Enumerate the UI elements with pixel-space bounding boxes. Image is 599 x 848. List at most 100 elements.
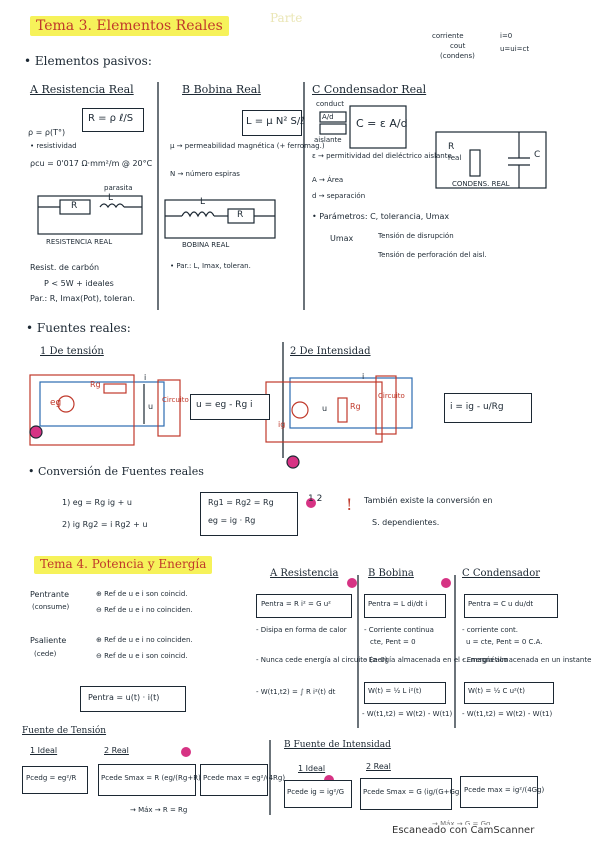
- entrante-l1: ⊕ Ref de u e i son coincid.: [96, 590, 188, 598]
- bobina-formula: L = μ N² S/ℓ: [246, 116, 305, 127]
- res-note-1: Resist. de carbón: [30, 263, 100, 272]
- bob-R: R: [237, 210, 244, 220]
- fi-ideal: 1 Ideal: [298, 764, 326, 773]
- corriente-line1: corriente: [432, 32, 464, 40]
- bobina-title: B Bobina Real: [182, 83, 261, 96]
- resistividad-label: • resistividad: [30, 142, 77, 150]
- tension-eg: eg: [50, 398, 62, 408]
- cond-conduct: conduct: [316, 100, 345, 108]
- t4-bob-n1: - Corriente continua: [364, 626, 434, 634]
- ft-max: → Máx → R = Rg: [130, 806, 188, 814]
- intensidad-i: i: [362, 372, 365, 381]
- t4-bob-n2: cte, Pent = 0: [370, 638, 416, 646]
- res-note-3: Par.: R, Imax(Pot), toleran.: [30, 294, 136, 303]
- cond-umax-1: Tensión de disrupción: [378, 232, 454, 240]
- cond-C: C: [534, 150, 541, 160]
- t4-bob-n3: - Energía almacenada en el c. magnético: [364, 656, 508, 664]
- t4-res-n3: - W(t1,t2) = ∫ R i²(t) dt: [256, 688, 336, 696]
- t4-res-box: Pentra = R i² = G u²: [261, 600, 331, 608]
- entrante-sub: (consume): [32, 603, 70, 611]
- corriente-r1: i=0: [500, 32, 513, 40]
- tension-u: u: [148, 402, 154, 411]
- intensidad-Rg: Rg: [350, 402, 361, 411]
- parasita-label: parasita: [104, 184, 133, 192]
- t4-res-title: A Resistencia: [270, 568, 339, 579]
- condensador-title: C Condensador Real: [312, 83, 427, 96]
- fi-f2: Pcede Smax = G (ig/(G+Gg))²: [363, 788, 468, 796]
- entrante-label: Pentrante: [30, 590, 69, 599]
- res-R: R: [71, 201, 78, 211]
- cond-note-2: A → Área: [312, 176, 344, 184]
- fi-f1: Pcede ig = ig²/G: [287, 788, 345, 796]
- bobina-note-2: N → número espiras: [170, 170, 240, 178]
- t4-cap-n3: - Energía almacenada en un instante: [462, 656, 592, 664]
- cond-R: R: [448, 142, 455, 152]
- intensidad-formula: i = ig - u/Rg: [450, 402, 504, 412]
- cond-umax-2: Tensión de perforación del aisl.: [378, 251, 487, 259]
- fi-title: B Fuente de Intensidad: [284, 740, 391, 750]
- resistencia-title: A Resistencia Real: [30, 83, 134, 96]
- conversion-eq2: 2) ig Rg2 = i Rg2 + u: [62, 520, 148, 529]
- ft-f2: Pcede Smax = R (eg/(Rg+R))²: [101, 774, 207, 782]
- camscanner-watermark: Escaneado con CamScanner: [390, 825, 537, 837]
- conversion-box2: eg = ig · Rg: [208, 516, 256, 525]
- rho-label: ρ = ρ(T°): [28, 128, 66, 137]
- rho-value: ρcu = 0'017 Ω·mm²/m @ 20°C: [30, 159, 153, 168]
- conversion-eq1: 1) eg = Rg ig + u: [62, 498, 132, 507]
- condensador-sketch: [319, 105, 547, 189]
- tension-title: 1 De tensión: [40, 346, 104, 357]
- entrante-l2: ⊖ Ref de u e i no coinciden.: [96, 606, 193, 614]
- t4-cap-n1: - corriente cont.: [462, 626, 519, 634]
- t4-res-n1: - Disipa en forma de calor: [256, 626, 347, 634]
- bob-params: • Par.: L, Imax, toleran.: [170, 262, 251, 270]
- ft-f3: Pcede max = eg²/(4Rg): [203, 774, 286, 782]
- fi-real: 2 Real: [366, 762, 391, 771]
- cond-params: • Parámetros: C, tolerancia, Umax: [312, 212, 450, 221]
- fuente-tension-circuit: [29, 374, 181, 446]
- condensador-formula: C = ε A/d: [356, 117, 408, 130]
- resistencia-circuit: [37, 195, 143, 235]
- tension-i: i: [144, 373, 147, 382]
- saliente-label: Psaliente: [30, 636, 67, 645]
- fi-max: → Máx → G = Gg: [432, 820, 491, 828]
- t4-bob-w: - W(t1,t2) = W(t2) - W(t1): [362, 710, 453, 718]
- bobina-note-1: μ → permeabilidad magnética (+ ferromag.…: [170, 142, 325, 150]
- cond-umax: Umax: [330, 234, 354, 243]
- cond-plate: A/d: [322, 113, 334, 121]
- corriente-line2: cout: [450, 42, 466, 50]
- tension-circuito: Circuito: [162, 396, 189, 404]
- conversion-header: • Conversión de Fuentes reales: [28, 465, 204, 478]
- pentra-box: Pentra = u(t) · i(t): [88, 693, 160, 702]
- pink-marker: [347, 578, 357, 588]
- ft-title: Fuente de Tensión: [22, 726, 107, 736]
- ft-ideal: 1 Ideal: [30, 746, 58, 755]
- pink-marker: [441, 578, 451, 588]
- intensidad-ig: ig: [278, 420, 286, 429]
- bob-L: L: [200, 197, 206, 207]
- saliente-sub: (cede): [34, 650, 57, 658]
- t4-cap-title: C Condensador: [462, 568, 540, 579]
- resistencia-formula: R = ρ ℓ/S: [88, 113, 134, 124]
- cond-note-3: d → separación: [312, 192, 366, 200]
- pink-marker: [181, 747, 191, 757]
- t4-cap-wbox: W(t) = ½ C u²(t): [468, 687, 526, 695]
- intensidad-title: 2 De Intensidad: [290, 346, 371, 357]
- t4-cap-box: Pentra = C u du/dt: [468, 600, 534, 608]
- cond-Rreal: real: [448, 154, 462, 162]
- faded-title: Parte: [270, 11, 303, 25]
- res-note-2: P < 5W + ideales: [44, 279, 114, 288]
- t4-res-n2: - Nunca cede energía al circuito (≥ 0): [256, 656, 388, 664]
- res-circuit-label: RESISTENCIA REAL: [46, 238, 113, 246]
- t4-cap-n2: u = cte, Pent = 0 C.A.: [466, 638, 543, 646]
- saliente-l1: ⊕ Ref de u e i no coinciden.: [96, 636, 193, 644]
- bob-circuit-label: BOBINA REAL: [182, 241, 230, 249]
- intensidad-u: u: [322, 404, 328, 413]
- tema4-title: Tema 4. Potencia y Energía: [34, 556, 213, 574]
- tema3-title: Tema 3. Elementos Reales: [30, 16, 229, 37]
- saliente-l2: ⊖ Ref de u e i son coincid.: [96, 652, 188, 660]
- tension-Rg: Rg: [90, 380, 101, 389]
- corriente-r2: u=ui=ct: [500, 45, 530, 53]
- t4-bob-title: B Bobina: [368, 568, 414, 579]
- fuentes-header: • Fuentes reales:: [26, 321, 131, 335]
- tension-formula: u = eg - Rg i: [196, 400, 253, 410]
